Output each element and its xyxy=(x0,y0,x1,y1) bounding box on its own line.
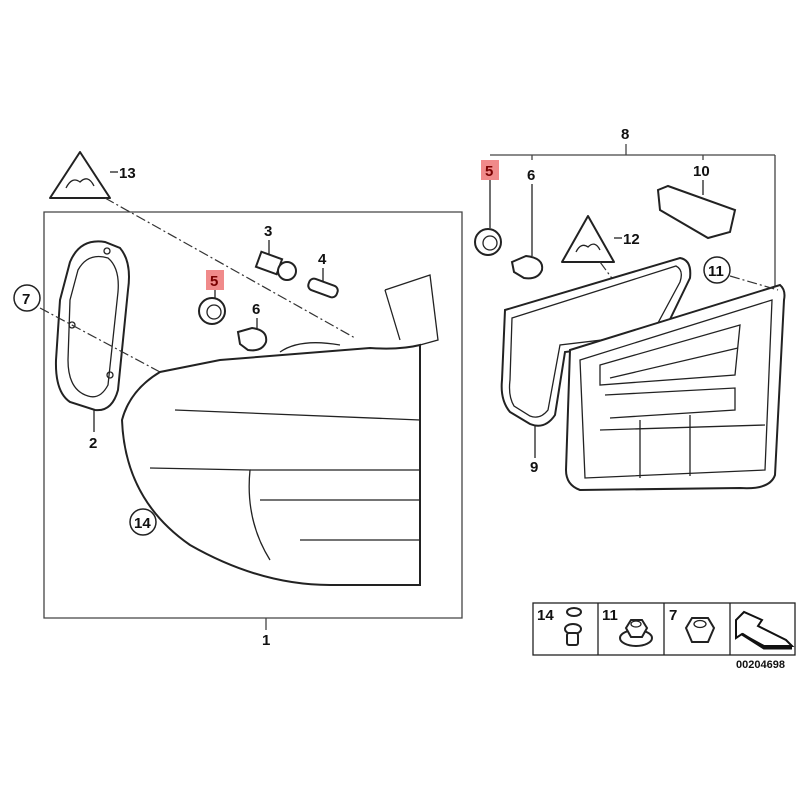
callout-7: 7 xyxy=(22,291,30,308)
callout-12: 12 xyxy=(623,231,640,248)
callout-11: 11 xyxy=(708,263,724,280)
direction-arrow-icon xyxy=(735,610,795,650)
legend-label-11: 11 xyxy=(602,607,618,624)
gasket-2: 2 xyxy=(54,240,130,452)
bulb-socket-5-right: 5 xyxy=(474,160,502,256)
callout-11-group: 11 xyxy=(703,256,779,291)
legend-item-11: 11 xyxy=(602,607,653,647)
callout-2: 2 xyxy=(89,435,97,452)
hex-nut-icon xyxy=(684,617,716,643)
callout-14: 14 xyxy=(134,515,151,532)
callout-9: 9 xyxy=(530,459,538,476)
flange-nut-icon xyxy=(619,619,653,647)
push-rivet-icon xyxy=(564,607,582,646)
legend-item-7: 7 xyxy=(669,607,716,643)
legend-label-7: 7 xyxy=(669,607,677,624)
callout-6-right: 6 xyxy=(527,167,535,184)
callout-5-left: 5 xyxy=(210,273,218,290)
left-assembly-frame: 1 xyxy=(43,211,463,649)
hardware-legend: 14 11 7 00204698 xyxy=(532,602,796,671)
callout-5-right: 5 xyxy=(485,163,493,180)
callout-1: 1 xyxy=(262,632,270,649)
tail-light-housing xyxy=(120,274,439,586)
legend-label-14: 14 xyxy=(537,607,554,624)
diagram-number: 00204698 xyxy=(736,659,785,671)
right-assembly-bracket: 8 xyxy=(490,126,776,290)
callout-4: 4 xyxy=(318,251,327,268)
callout-8: 8 xyxy=(621,126,629,143)
clip-10: 10 xyxy=(656,163,737,240)
callout-14-group: 14 xyxy=(129,508,157,536)
bulb-4: 4 xyxy=(307,251,339,299)
callout-13: 13 xyxy=(119,165,136,182)
legend-item-14: 14 xyxy=(537,607,582,646)
callout-10: 10 xyxy=(693,163,710,180)
callout-7-group: 7 xyxy=(13,284,161,373)
callout-6-left: 6 xyxy=(252,301,260,318)
bulb-6-left: 6 xyxy=(236,301,268,352)
callout-3: 3 xyxy=(264,223,272,240)
bulb-6-right: 6 xyxy=(510,167,544,280)
bulb-socket-3: 3 xyxy=(254,223,297,281)
highlight-5-left xyxy=(206,270,224,290)
bulb-socket-5-left: 5 xyxy=(198,270,226,325)
inner-tail-light xyxy=(564,283,786,492)
highlight-5-right xyxy=(481,160,499,180)
warning-label-13: 13 xyxy=(49,151,356,339)
